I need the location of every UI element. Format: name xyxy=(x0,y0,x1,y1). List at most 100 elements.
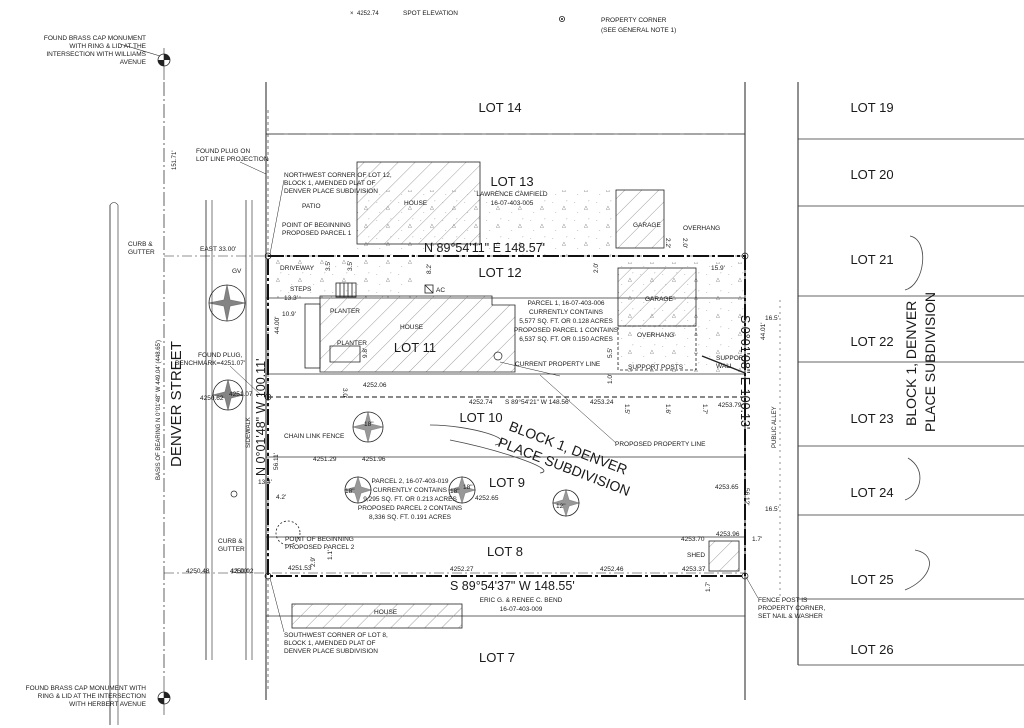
dim-5-5: 5.5' xyxy=(607,348,614,358)
property-corner-se-icon xyxy=(741,572,749,580)
dim-13-00: 13.00' xyxy=(231,568,249,575)
house-bottom-label: HOUSE xyxy=(374,609,398,616)
sw-corner-3: DENVER PLACE SUBDIVISION xyxy=(284,648,378,655)
elev-4250-62: 4250.62 xyxy=(200,395,224,402)
dim-56-11: 56.11' xyxy=(273,453,280,470)
overhang-top-label: OVERHANG xyxy=(683,225,720,232)
swoosh-lines xyxy=(429,235,930,591)
lot-22-label: LOT 22 xyxy=(850,334,893,349)
dim-1-5: 1.5' xyxy=(623,404,630,414)
dim-151-71: 151.71' xyxy=(172,151,178,171)
curb-top-2: GUTTER xyxy=(128,249,155,256)
elev-4252-46: 4252.46 xyxy=(600,566,624,573)
sw-corner-2: BLOCK 1, AMENDED PLAT OF xyxy=(284,640,376,647)
house-mid-label: HOUSE xyxy=(400,324,424,331)
lot-9-label: LOT 9 xyxy=(489,475,525,490)
elev-4252-65: 4252.65 xyxy=(475,495,499,502)
fence-post-2: PROPERTY CORNER, xyxy=(758,605,825,612)
found-plug-bm-2: BENCHMARK=4251.07' xyxy=(175,360,245,367)
steps-label: STEPS xyxy=(290,286,312,293)
tree-size-lot10: 18" xyxy=(364,421,374,428)
pob1-1: POINT OF BEGINNING xyxy=(282,222,351,229)
spot-elevation-sample: 4252.74 xyxy=(357,11,379,17)
driveway-label: DRIVEWAY xyxy=(280,265,315,272)
bearing-mid: S 89°54'21" W 148.56' xyxy=(505,398,570,406)
nw-corner-3: DENVER PLACE SUBDIVISION xyxy=(284,188,378,195)
dimensions: 13.3' 10.9' 44.00' 3.5' 3.5' 8.2' 2.0' 2… xyxy=(231,238,779,592)
dim-1-7c: 1.7' xyxy=(705,582,712,592)
house-bottom-outline xyxy=(291,603,463,629)
tree-street-2 xyxy=(212,379,244,411)
garage-top-outline xyxy=(615,189,665,249)
parcel-2-line-3: 9,295 SQ. FT. OR 0.213 ACRES xyxy=(363,496,457,503)
dim-13-3: 13.3' xyxy=(284,295,298,302)
monument-top-line-4: AVENUE xyxy=(120,59,147,66)
owner-south-name: ERIC G. & RENEE C. BEND xyxy=(480,597,563,604)
parcel-1-line-2: CURRENTLY CONTAINS xyxy=(529,309,604,316)
gv-label: GV xyxy=(232,268,242,275)
parcel-1-line-1: PARCEL 1, 16-07-403-006 xyxy=(528,300,605,307)
monument-top: FOUND BRASS CAP MONUMENT WITH RING & LID… xyxy=(44,35,171,80)
monument-top-line-1: FOUND BRASS CAP MONUMENT xyxy=(44,35,146,42)
owner-notes: LAWRENCE CAMFIELD 16-07-403-005 ERIC G. … xyxy=(476,191,562,613)
monument-bottom: FOUND BRASS CAP MONUMENT WITH RING & LID… xyxy=(26,676,171,715)
elev-4251-29: 4251.29 xyxy=(313,456,337,463)
spot-elevation-marker-icon: × xyxy=(350,11,354,17)
property-corner-street-icon xyxy=(230,490,238,498)
elev-4253-79: 4253.79 xyxy=(718,402,742,409)
legend: × 4252.74 SPOT ELEVATION PROPERTY CORNER… xyxy=(350,10,676,34)
property-corner-w-mid-icon xyxy=(264,393,272,401)
tree-lot9a xyxy=(343,475,373,505)
bearing-south: S 89°54'37" W 148.55' xyxy=(450,579,575,593)
owner-south-parcel: 16-07-403-009 xyxy=(500,606,543,613)
notes: FOUND PLUG ON LOT LINE PROJECTION NORTHW… xyxy=(128,148,825,655)
support-posts-label: SUPPORT POSTS xyxy=(628,364,684,371)
dim-1-1: 1.1' xyxy=(327,550,334,560)
lot-24-label: LOT 24 xyxy=(850,485,893,500)
block-label-east-line-1: BLOCK 1, DENVER xyxy=(903,301,919,426)
parcel-2-line-4: PROPOSED PARCEL 2 CONTAINS xyxy=(358,505,463,512)
bearing-west: N 0°01'48" W 100.11' xyxy=(254,358,268,476)
bearings: N 89°54'11" E 148.57' S 89°54'37" W 148.… xyxy=(254,241,752,593)
tree-lot10 xyxy=(352,411,384,443)
lot-10-label: LOT 10 xyxy=(459,410,502,425)
elev-4251-07: 4251.07 xyxy=(229,391,253,398)
garage-mid-label: GARAGE xyxy=(645,296,673,303)
house-top-outline xyxy=(356,161,481,245)
dim-10-9: 10.9' xyxy=(282,311,296,318)
lot-12-label: LOT 12 xyxy=(478,265,521,280)
elev-4252-74: 4252.74 xyxy=(469,399,493,406)
garage-top-label: GARAGE xyxy=(633,222,661,229)
parcel-boundary xyxy=(267,255,746,577)
dim-15-9: 15.9' xyxy=(711,265,725,272)
elev-4251-53: 4251.53 xyxy=(288,565,312,572)
tree-street-1 xyxy=(208,284,246,322)
lot-23-label: LOT 23 xyxy=(850,411,893,426)
parcel-1-note: PARCEL 1, 16-07-403-006 CURRENTLY CONTAI… xyxy=(514,300,619,343)
planter-1-label: PLANTER xyxy=(330,308,360,315)
parcel-1-line-5: 6,537 SQ. FT. OR 0.150 ACRES xyxy=(519,336,613,343)
dim-44-01: 44.01' xyxy=(760,322,767,340)
lot-20-label: LOT 20 xyxy=(850,167,893,182)
proposed-line-label: PROPOSED PROPERTY LINE xyxy=(615,441,706,448)
dim-2-0: 2.0' xyxy=(593,263,600,273)
elev-4251-96: 4251.96 xyxy=(362,456,386,463)
monument-bottom-line-2: RING & LID AT THE INTERSECTION xyxy=(38,693,147,700)
pob2-1: POINT OF BEGINNING xyxy=(285,536,354,543)
property-corner-legend-note: (SEE GENERAL NOTE 1) xyxy=(601,27,676,34)
lot-11-label: LOT 11 xyxy=(394,340,436,355)
fence-post-1: FENCE POST IS xyxy=(758,597,808,604)
house-top-label: HOUSE xyxy=(404,200,428,207)
dim-16-5a: 16.5' xyxy=(765,315,779,322)
property-corner-current-icon xyxy=(493,351,503,361)
dim-56-12: 56.12' xyxy=(743,488,750,506)
trees xyxy=(208,284,581,546)
dim-13-4: 13.4' xyxy=(258,479,272,486)
parcel-2-line-5: 8,336 SQ. FT. 0.191 ACRES xyxy=(369,514,452,521)
current-line-label: CURRENT PROPERTY LINE xyxy=(515,361,601,368)
monument-bottom-line-3: WITH HERBERT AVENUE xyxy=(69,701,147,708)
elev-4252-27: 4252.27 xyxy=(450,566,474,573)
lot-26-label: LOT 26 xyxy=(850,642,893,657)
found-plug-lot-1: FOUND PLUG ON xyxy=(196,148,250,155)
